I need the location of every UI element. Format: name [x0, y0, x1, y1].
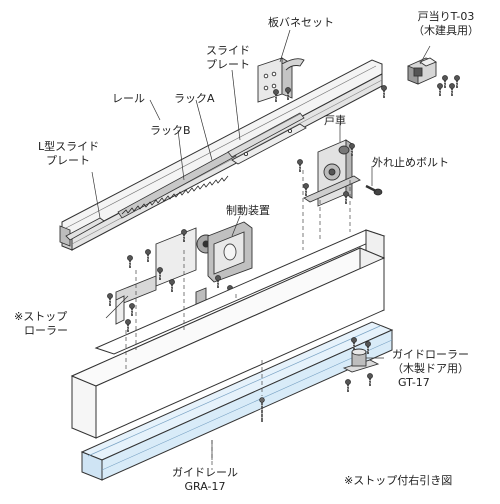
door-panel [70, 229, 386, 439]
label-guide-rail: ガイドレール GRA-17 [160, 466, 250, 494]
label-rail: レール [112, 92, 145, 105]
slide-plate [231, 123, 307, 165]
label-l-slide-plate-line2: プレート [46, 154, 90, 167]
anti-derail-bolt [365, 184, 383, 196]
brake-device [155, 221, 253, 287]
label-slide-plate-line1: スライド [206, 44, 250, 57]
label-l-slide-plate: L型スライド プレート [38, 140, 99, 168]
label-stop-roller-line1: ※ストップ [14, 310, 68, 323]
rack-b [117, 149, 237, 219]
label-stop-roller-line2: ローラー [24, 324, 68, 337]
label-l-slide-plate-line1: L型スライド [38, 140, 100, 153]
label-slide-plate-line2: プレート [206, 58, 250, 71]
label-rack-b: ラックB [150, 124, 191, 137]
label-stop-roller: ※ストップ ローラー [14, 310, 68, 338]
label-footnote: ※ストップ付右引き図 [344, 474, 453, 487]
label-guide-roller-line1: ガイドローラー [392, 348, 469, 361]
label-door-stop: 戸当りT-03 （木建具用） [406, 10, 486, 38]
label-guide-rail-line1: ガイドレール [172, 466, 238, 479]
rack-a [227, 112, 305, 158]
label-leaf-spring-set: 板バネセット [268, 16, 334, 29]
label-slide-plate: スライド プレート [206, 44, 250, 72]
label-guide-roller: ガイドローラー （木製ドア用） GT-17 [392, 348, 469, 390]
label-anti-derail-bolt: 外れ止めボルト [372, 156, 449, 169]
guide-roller [342, 348, 380, 373]
label-brake-device: 制動装置 [226, 204, 270, 217]
label-door-wheel: 戸車 [324, 114, 346, 127]
label-rack-a: ラックA [174, 92, 215, 105]
leaf-spring-set [257, 57, 305, 103]
leader-lines [91, 29, 431, 460]
label-door-stop-line2: （木建具用） [413, 24, 479, 37]
label-guide-rail-code: GRA-17 [184, 480, 226, 493]
door-stop-t03 [407, 57, 437, 85]
l-slide-plate [59, 217, 105, 247]
label-guide-roller-code: GT-17 [398, 376, 430, 389]
label-guide-roller-line2: （木製ドア用） [392, 362, 469, 375]
door-wheel [303, 139, 361, 207]
label-door-stop-line1: 戸当りT-03 [417, 10, 475, 23]
guide-rail [80, 321, 394, 481]
